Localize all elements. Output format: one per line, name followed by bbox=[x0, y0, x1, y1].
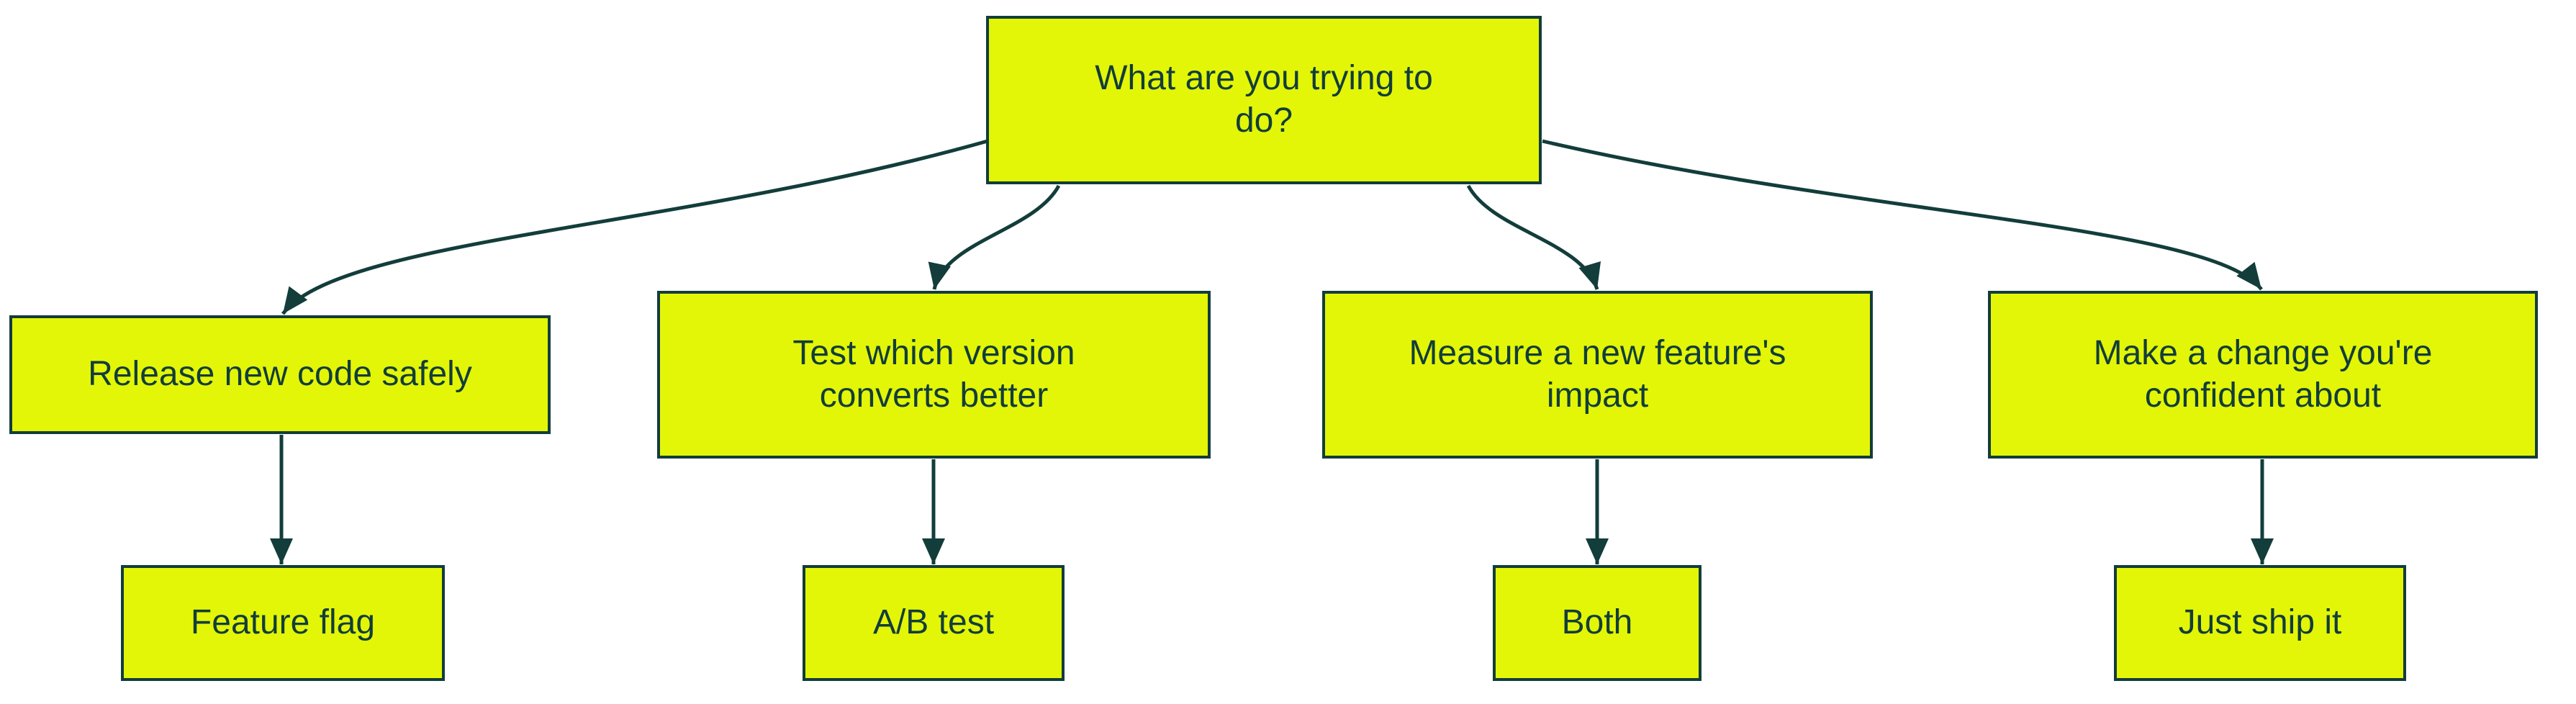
node-goal-release-safely-label: Release new code safely bbox=[88, 355, 472, 394]
node-goal-release-safely: Release new code safely bbox=[9, 315, 551, 434]
node-result-feature-flag-label: Feature flag bbox=[190, 603, 376, 642]
node-result-ab-test: A/B test bbox=[803, 565, 1065, 681]
node-goal-confident-change-label: Make a change you're confident about bbox=[2093, 333, 2433, 415]
edge-root-to-test bbox=[928, 184, 1061, 290]
node-result-just-ship-it-label: Just ship it bbox=[2178, 603, 2342, 642]
node-goal-measure-impact-label: Measure a new feature's impact bbox=[1409, 333, 1786, 415]
node-goal-test-version: Test which version converts better bbox=[657, 291, 1211, 459]
node-result-feature-flag: Feature flag bbox=[121, 565, 445, 681]
node-goal-test-version-label: Test which version converts better bbox=[792, 333, 1075, 415]
node-result-just-ship-it: Just ship it bbox=[2114, 565, 2406, 681]
node-result-both: Both bbox=[1493, 565, 1701, 681]
node-result-both-label: Both bbox=[1561, 603, 1633, 642]
node-result-ab-test-label: A/B test bbox=[872, 603, 995, 642]
node-goal-confident-change: Make a change you're confident about bbox=[1988, 291, 2538, 459]
edge-root-to-measure bbox=[1466, 184, 1601, 290]
edge-root-to-change bbox=[1542, 139, 2263, 291]
edge-root-to-release bbox=[281, 139, 988, 315]
node-goal-measure-impact: Measure a new feature's impact bbox=[1322, 291, 1873, 459]
node-root-question-label: What are you trying to do? bbox=[1095, 59, 1433, 140]
node-root-question: What are you trying to do? bbox=[986, 16, 1542, 184]
